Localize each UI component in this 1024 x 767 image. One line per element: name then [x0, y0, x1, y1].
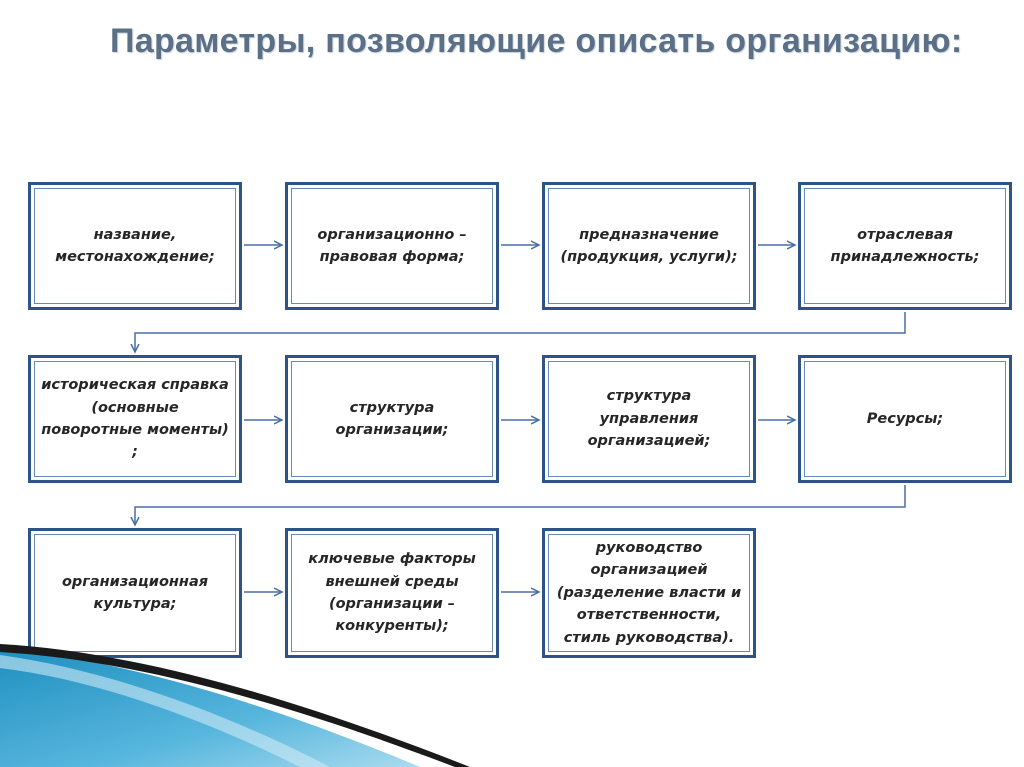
box-history: историческая справка (основные поворотны…: [28, 355, 242, 483]
page-title: Параметры, позволяющие описать организац…: [110, 22, 963, 60]
box-management-structure: структура управления организацией;: [542, 355, 756, 483]
box-label: организационно – правовая форма;: [317, 226, 467, 265]
box-legal-form: организационно – правовая форма;: [285, 182, 499, 310]
box-label: историческая справка (основные поворотны…: [41, 377, 229, 461]
box-label: Ресурсы;: [866, 410, 944, 427]
box-purpose: предназначение (продукция, услуги);: [542, 182, 756, 310]
box-culture: организационная культура;: [28, 528, 242, 658]
box-name-location: название, местонахождение;: [28, 182, 242, 310]
box-resources: Ресурсы;: [798, 355, 1012, 483]
box-label: отраслевая принадлежность;: [830, 226, 980, 265]
arrow-wrap: [135, 312, 906, 352]
box-label: ключевые факторы внешней среды (организа…: [308, 551, 476, 635]
box-label: структура организации;: [335, 399, 449, 438]
box-label: руководство организацией (разделение вла…: [556, 539, 742, 646]
box-label: организационная культура;: [61, 573, 209, 612]
box-label: название, местонахождение;: [55, 226, 215, 265]
box-label: предназначение (продукция, услуги);: [560, 226, 738, 265]
box-leadership: руководство организацией (разделение вла…: [542, 528, 756, 658]
arrow-wrap: [135, 485, 906, 525]
box-org-structure: структура организации;: [285, 355, 499, 483]
box-industry: отраслевая принадлежность;: [798, 182, 1012, 310]
box-label: структура управления организацией;: [587, 388, 711, 450]
box-external-factors: ключевые факторы внешней среды (организа…: [285, 528, 499, 658]
